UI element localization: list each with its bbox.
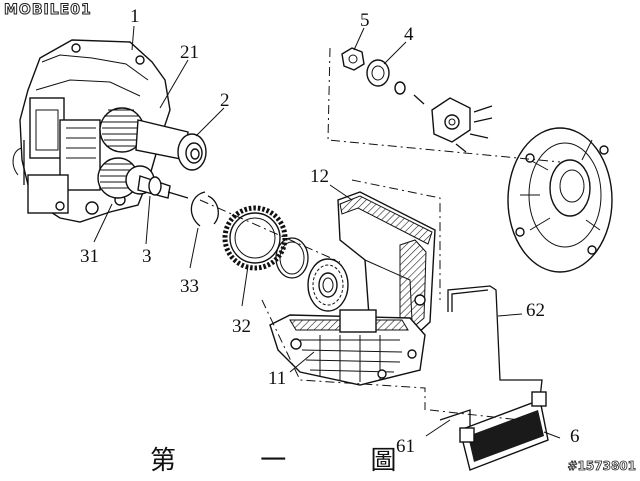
reference-id: #1573801 bbox=[567, 459, 636, 474]
label-32: 32 bbox=[232, 316, 251, 337]
snap-ring bbox=[190, 191, 219, 227]
assembly-centerlines bbox=[199, 47, 561, 421]
label-11: 11 bbox=[268, 368, 286, 389]
label-4: 4 bbox=[404, 24, 414, 45]
input-shaft bbox=[137, 175, 189, 199]
label-1: 1 bbox=[130, 6, 140, 27]
figure-title: 第 一 圖 bbox=[150, 446, 435, 476]
watermark-logo: MOBILE01 bbox=[4, 2, 92, 19]
label-6: 6 bbox=[570, 426, 580, 447]
oil-cooler bbox=[459, 391, 549, 471]
label-3: 3 bbox=[142, 246, 152, 267]
label-21: 21 bbox=[180, 42, 199, 63]
main-housing bbox=[12, 39, 171, 223]
reference-numerals: 1 21 2 5 4 12 31 3 33 32 11 62 61 6 bbox=[80, 6, 580, 457]
ring-gear bbox=[222, 205, 288, 271]
label-2: 2 bbox=[220, 90, 230, 111]
output-shaft bbox=[135, 119, 207, 171]
label-31: 31 bbox=[80, 246, 99, 267]
label-61: 61 bbox=[396, 436, 415, 457]
label-33: 33 bbox=[180, 276, 199, 297]
leader-lines bbox=[93, 25, 561, 439]
label-5: 5 bbox=[360, 10, 370, 31]
sensor-block bbox=[431, 97, 493, 153]
label-12: 12 bbox=[310, 166, 329, 187]
oil-cooling-pipe bbox=[439, 285, 543, 426]
base-housing bbox=[269, 309, 426, 386]
label-62: 62 bbox=[526, 300, 545, 321]
gear-case-cover bbox=[337, 191, 436, 346]
bearing-assembly bbox=[275, 237, 349, 312]
nut-and-bearing bbox=[341, 47, 425, 105]
motor-flange bbox=[507, 127, 613, 273]
